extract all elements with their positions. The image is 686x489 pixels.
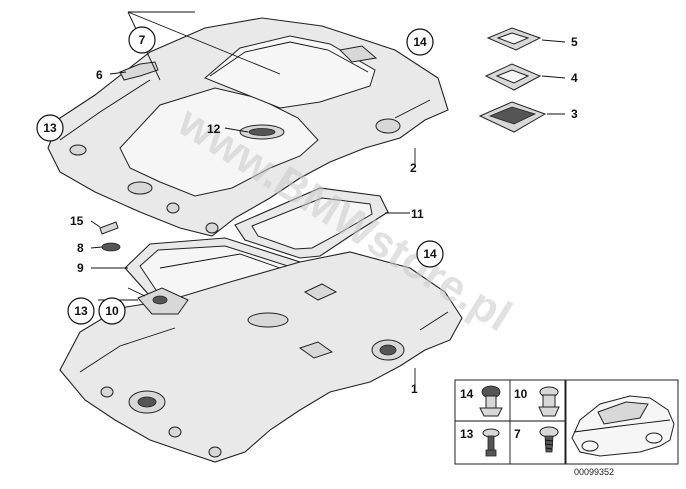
diagram-id: 00099352	[574, 467, 614, 477]
callout-14-mid: 14	[416, 240, 444, 268]
lamp-part-3	[478, 101, 547, 133]
label-9: 9	[77, 261, 84, 275]
label-2: 2	[410, 161, 417, 175]
svg-text:10: 10	[105, 304, 119, 318]
label-3: 3	[571, 107, 578, 121]
legend-label-7: 7	[514, 427, 521, 441]
screw-7-icon	[539, 426, 559, 453]
callout-13-mid: 13	[67, 297, 95, 325]
clip-part-6	[119, 61, 159, 81]
callout-10-mid: 10	[98, 297, 126, 325]
frame-part-5	[486, 27, 542, 51]
legend-label-14: 14	[460, 387, 474, 401]
callout-7: 7	[128, 26, 156, 54]
label-1: 1	[411, 382, 418, 396]
car-thumbnail: 00099352	[565, 379, 679, 477]
headliner-upper	[47, 17, 449, 237]
svg-text:14: 14	[423, 247, 437, 261]
legend-label-13: 13	[460, 427, 474, 441]
callout-14-top: 14	[406, 28, 434, 56]
clip-14-icon	[479, 385, 503, 417]
sunroof-frame	[234, 187, 389, 259]
frame-part-4	[484, 63, 542, 91]
label-5: 5	[571, 35, 578, 49]
svg-text:13: 13	[43, 121, 57, 135]
cap-part-8	[101, 242, 121, 252]
leader-lines	[90, 11, 566, 389]
cover-part-15	[99, 221, 119, 235]
fastener-legend: 14 10 13 7	[454, 379, 566, 465]
mirror-bracket	[137, 287, 189, 315]
clip-10-icon	[538, 386, 560, 417]
label-15: 15	[70, 214, 84, 228]
svg-text:13: 13	[74, 304, 88, 318]
rivet-13-icon	[482, 428, 500, 457]
legend-label-10: 10	[514, 387, 528, 401]
label-11: 11	[411, 207, 424, 221]
headliner-lower	[59, 251, 463, 463]
label-8: 8	[77, 241, 84, 255]
callout-13-top: 13	[36, 114, 64, 142]
label-4: 4	[571, 71, 578, 85]
svg-text:14: 14	[413, 35, 427, 49]
svg-text:7: 7	[139, 33, 146, 47]
label-12: 12	[207, 122, 221, 136]
label-6: 6	[96, 68, 103, 82]
